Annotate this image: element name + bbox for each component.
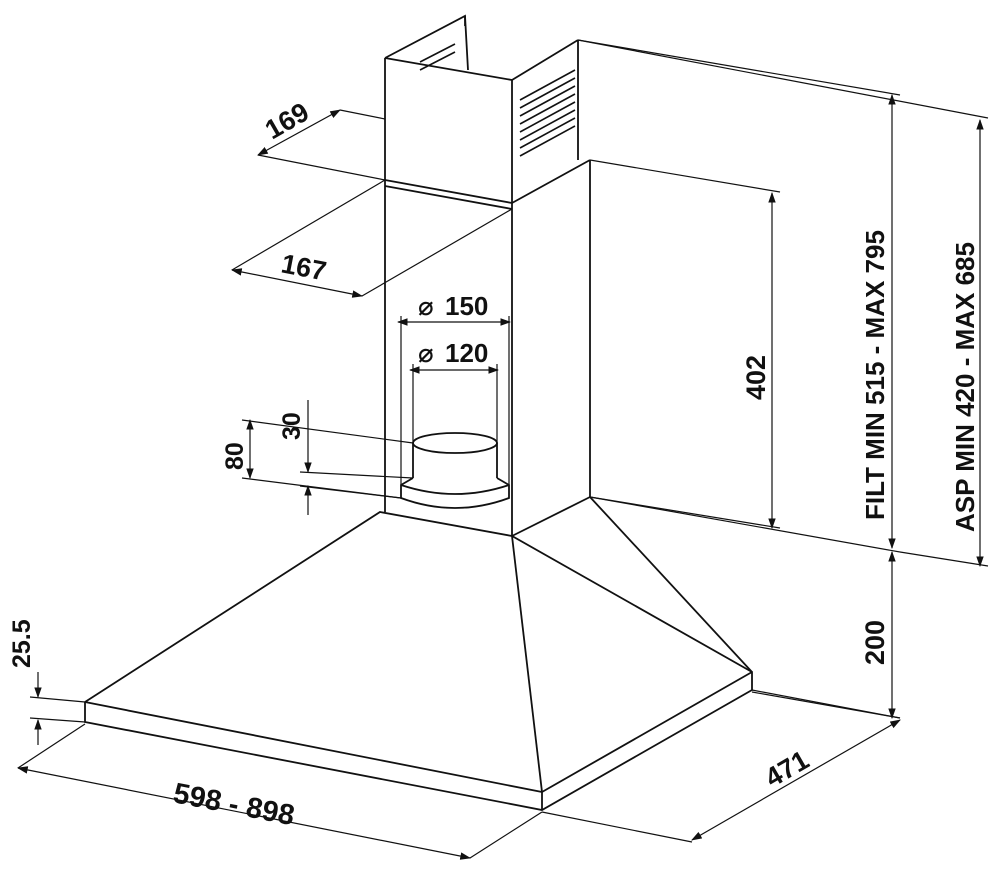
- dim-402: 402: [741, 355, 771, 400]
- dim-598-898: 598 - 898: [171, 777, 297, 832]
- outlet-collar: [400, 432, 510, 509]
- diameter-symbol: ⌀: [418, 291, 434, 321]
- dim-150: 150: [445, 291, 488, 321]
- lower-chimney: [384, 159, 753, 673]
- dim-diameter-150: ⌀ 150: [418, 291, 488, 321]
- dim-80: 80: [221, 442, 249, 470]
- dim-200: 200: [860, 620, 890, 665]
- dim-asp-range: ASP MIN 420 - MAX 685: [950, 242, 980, 532]
- vent-slots: [419, 43, 576, 157]
- diameter-symbol: ⌀: [418, 338, 434, 368]
- dim-filt-range: FILT MIN 515 - MAX 795: [860, 230, 890, 520]
- dim-471: 471: [760, 745, 814, 794]
- dim-120: 120: [445, 338, 488, 368]
- dim-25-5: 25.5: [8, 619, 36, 668]
- hood-canopy: [84, 511, 753, 811]
- dim-diameter-120: ⌀ 120: [418, 338, 488, 368]
- dim-30: 30: [278, 412, 306, 440]
- dim-169: 169: [260, 97, 314, 146]
- dimension-lines: [16, 39, 989, 860]
- upper-chimney: [384, 14, 579, 203]
